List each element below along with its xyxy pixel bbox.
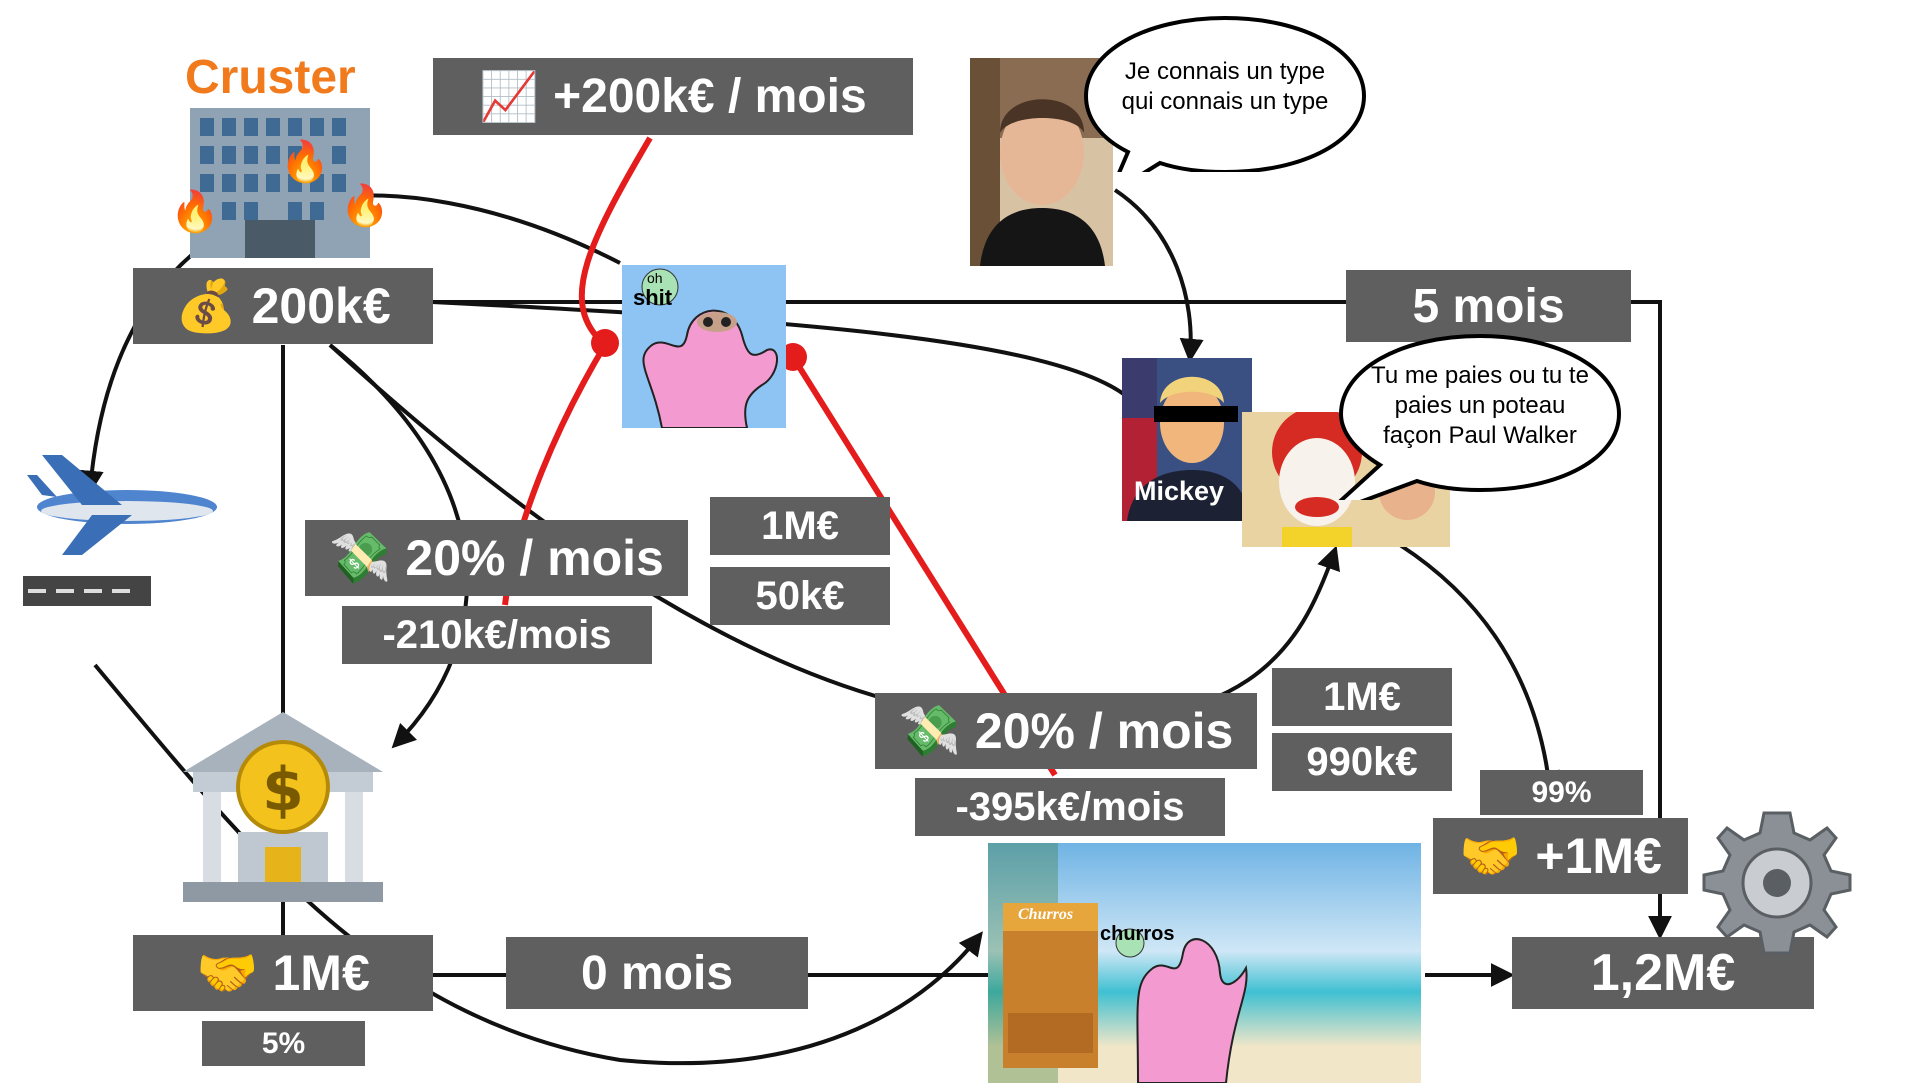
rate-mid-value: 20% / mois bbox=[974, 703, 1234, 759]
airplane-icon bbox=[22, 455, 222, 560]
burn-left-value: -210k€/mois bbox=[382, 612, 612, 657]
bank-icon: $ bbox=[183, 712, 383, 907]
money-bag-icon: 💰 bbox=[175, 277, 238, 334]
burn-mid-box: -395k€/mois bbox=[915, 778, 1225, 836]
clown-to-deal-arrow bbox=[1398, 543, 1560, 795]
mid-50k-value: 50k€ bbox=[755, 573, 845, 618]
rate-left-value: 20% / mois bbox=[405, 530, 664, 586]
mid-1m-value: 1M€ bbox=[761, 503, 839, 548]
person-photo-mickey: Mickey bbox=[1122, 358, 1252, 521]
churros-sign: Churros bbox=[1018, 906, 1074, 923]
mid-50k-box: 50k€ bbox=[710, 567, 890, 625]
right-990k-value: 990k€ bbox=[1306, 739, 1418, 784]
blob-beach-label: churros bbox=[1100, 923, 1175, 945]
cruster-logo: Cruster bbox=[185, 51, 356, 104]
fire-icon: 🔥 bbox=[340, 184, 390, 228]
office-building-icon bbox=[190, 108, 370, 258]
runway-icon bbox=[23, 576, 151, 611]
musk-bubble-text: Je connais un type qui connais un type bbox=[1121, 58, 1329, 115]
blob-small-label: oh bbox=[647, 270, 663, 286]
burn-left-box: -210k€/mois bbox=[342, 606, 652, 664]
revenue-value: +200k€ / mois bbox=[553, 70, 867, 123]
fire-icon: 🔥 bbox=[280, 140, 330, 184]
beach-scene-image: Churros bbox=[988, 843, 1421, 1083]
red-dot-right bbox=[779, 343, 807, 371]
five-months-box: 5 mois bbox=[1346, 270, 1631, 342]
right-1m-value: 1M€ bbox=[1323, 674, 1401, 719]
handshake-icon: 🤝 bbox=[196, 944, 259, 1001]
rate-mid-box: 💸 20% / mois bbox=[875, 693, 1257, 769]
pink-blob-icon bbox=[641, 268, 779, 428]
svg-text:$: $ bbox=[262, 755, 304, 825]
revenue-box: 📈 +200k€ / mois bbox=[433, 58, 913, 135]
revenue-red-line bbox=[578, 136, 653, 343]
right-1m-box: 1M€ bbox=[1272, 668, 1452, 726]
chart-up-icon: 📈 bbox=[479, 71, 540, 124]
rate-left-box: 💸 20% / mois bbox=[305, 520, 688, 596]
capital-box: 💰 200k€ bbox=[133, 268, 433, 344]
loan-box: 🤝 1M€ bbox=[133, 935, 433, 1011]
blob-top-label: shit bbox=[633, 285, 673, 310]
fire-icon: 🔥 bbox=[170, 190, 220, 234]
red-dot-left bbox=[591, 329, 619, 357]
deal-plus-value: +1M€ bbox=[1535, 828, 1662, 884]
handshake-icon: 🤝 bbox=[1459, 827, 1522, 884]
pct-99-box: 99% bbox=[1480, 770, 1643, 815]
pct-99-value: 99% bbox=[1531, 775, 1592, 809]
five-months-value: 5 mois bbox=[1412, 279, 1565, 333]
right-990k-box: 990k€ bbox=[1272, 733, 1452, 791]
speech-bubble-musk: Je connais un type qui connais un type bbox=[1080, 12, 1370, 172]
zero-months-value: 0 mois bbox=[580, 946, 734, 1000]
gear-icon bbox=[1702, 808, 1852, 963]
capital-to-total-line bbox=[432, 300, 1672, 940]
capital-value: 200k€ bbox=[251, 278, 391, 334]
loan-pct-box: 5% bbox=[202, 1021, 365, 1066]
musk-to-mickey-arrow bbox=[1113, 188, 1204, 363]
money-wings-icon: 💸 bbox=[329, 529, 392, 586]
burn-mid-value: -395k€/mois bbox=[955, 784, 1185, 829]
mickey-label: Mickey bbox=[1134, 476, 1225, 506]
mid-1m-box: 1M€ bbox=[710, 497, 890, 555]
loan-value: 1M€ bbox=[272, 945, 370, 1001]
clown-bubble-text: Tu me paies ou tu te paies un poteau faç… bbox=[1371, 362, 1589, 449]
blob-shit-image bbox=[622, 265, 786, 428]
zero-months-box: 0 mois bbox=[506, 937, 808, 1009]
deal-plus-box: 🤝 +1M€ bbox=[1433, 818, 1688, 894]
total-value: 1,2M€ bbox=[1590, 944, 1736, 1002]
money-wings-icon: 💸 bbox=[898, 702, 961, 759]
runway-to-beach-arrow bbox=[93, 663, 983, 1066]
speech-bubble-clown: Tu me paies ou tu te paies un poteau faç… bbox=[1335, 330, 1625, 500]
loan-pct-value: 5% bbox=[261, 1026, 306, 1060]
